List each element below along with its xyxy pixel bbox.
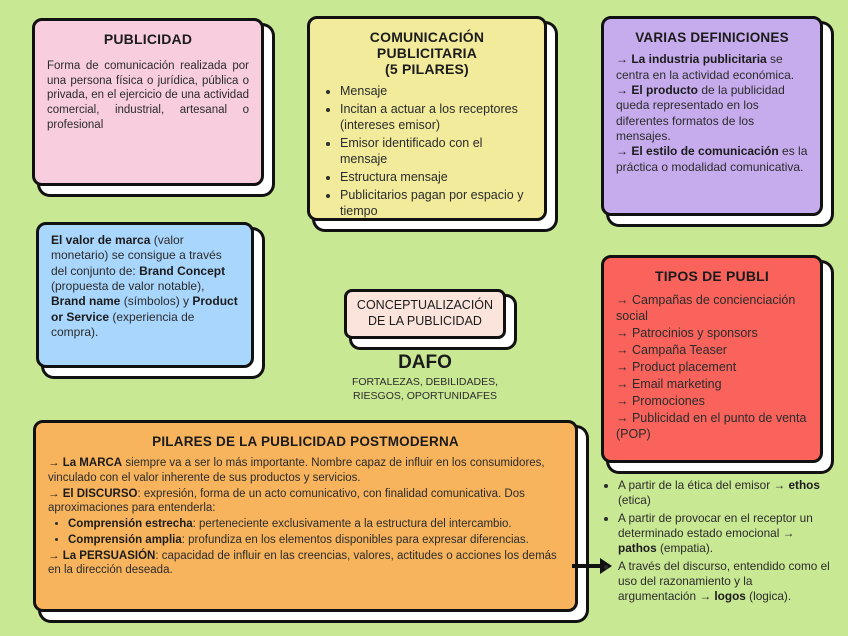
pilar-persuasion-rest: : capacidad de influir en las creencias,… [48, 549, 557, 577]
list-item: Mensaje [340, 83, 532, 99]
valor-marca-body: El valor de marca (valor monetario) se c… [51, 233, 239, 341]
ethos-post: (etica) [618, 493, 651, 508]
center-title-line2: DE LA PUBLICIDAD [368, 314, 482, 328]
pilar-marca-rest: siempre va a ser lo más importante. Nomb… [48, 457, 545, 484]
card-pilares-publicidad-postmoderna: PILARES DE LA PUBLICIDAD POSTMODERNA → L… [33, 420, 578, 612]
pilar-discurso-rest: : expresión, forma de un acto comunicati… [48, 487, 525, 515]
pilar-persuasion-bold: → La PERSUASIÓN [48, 549, 156, 562]
pilar-discurso-bold: → El DISCURSO [48, 487, 138, 500]
dafo-subtitle: FORTALEZAS, DEBILIDADES, RIESGOS, OPORTU… [330, 376, 520, 403]
center-title: CONCEPTUALIZACIÓN DE LA PUBLICIDAD [357, 298, 493, 329]
pilar-persuasion: → La PERSUASIÓN: capacidad de influir en… [48, 549, 563, 578]
pilar-discurso: → El DISCURSO: expresión, forma de un ac… [48, 487, 563, 516]
pathos-pre: A partir de provocar en el receptor un d… [618, 510, 813, 540]
valor-marca-bold: Brand Concept [139, 263, 226, 278]
card-pilares-title: PILARES DE LA PUBLICIDAD POSTMODERNA [152, 434, 459, 449]
definicion-rest: de la publicidad queda representado en l… [616, 82, 785, 144]
pilares-sublist: Comprensión estrecha: perteneciente excl… [48, 517, 563, 547]
valor-marca-bold: Brand name [51, 294, 121, 309]
valor-marca-bold: El valor de marca [51, 233, 151, 247]
arrow-glyph: → [616, 144, 628, 159]
ethos-list-ul: A partir de la ética del emisor → ethos … [602, 478, 832, 605]
list-item: A partir de provocar en el receptor un d… [618, 511, 832, 557]
logos-pre: A través del discurso, entendido como el… [618, 558, 830, 604]
logos-post: (logica). [745, 589, 792, 604]
ethos-pathos-logos-list: A partir de la ética del emisor → ethos … [602, 478, 832, 607]
card-comunicacion-list: Mensaje Incitan a actuar a los receptore… [322, 83, 532, 219]
dafo-block: DAFO FORTALEZAS, DEBILIDADES, RIESGOS, O… [330, 352, 520, 403]
tipo-item: → Patrocinios y sponsors [616, 325, 758, 340]
card-varias-definiciones: VARIAS DEFINICIONES → La industria publi… [601, 16, 823, 216]
list-item: Emisor identificado con el mensaje [340, 135, 532, 167]
definicion-item: → La industria publicitaria se centra en… [616, 52, 808, 83]
arrow-glyph: → [616, 52, 628, 67]
subitem-rest: : profundiza en los elementos disponible… [181, 533, 529, 546]
definicion-bold: El producto [631, 82, 699, 97]
tipo-item: → Campaña Teaser [616, 342, 727, 357]
pathos-post: (empatia). [656, 541, 714, 556]
logos-bold: logos [714, 589, 746, 604]
definicion-rest: es la práctica o modalidad comunicativa. [616, 144, 808, 174]
valor-marca-rest: (propuesta de valor notable), [51, 279, 205, 294]
ethos-bold: ethos [788, 478, 820, 492]
card-publicidad-body: Forma de comunicación realizada por una … [47, 59, 249, 131]
ethos-pre: A partir de la ética del emisor → [618, 478, 789, 492]
tipo-item: → Publicidad en el punto de venta (POP) [616, 410, 807, 441]
card-comunicacion-publicitaria: COMUNICACIÓN PUBLICITARIA (5 PILARES) Me… [307, 16, 547, 221]
pilar-marca-bold: → La MARCA [48, 457, 123, 470]
dafo-subtitle-line1: FORTALEZAS, DEBILIDADES, [351, 376, 499, 388]
card-valor-de-marca: El valor de marca (valor monetario) se c… [36, 222, 254, 368]
list-item: Estructura mensaje [340, 169, 532, 185]
valor-marca-rest: (experiencia de compra). [51, 309, 195, 340]
card-comunicacion-title-line1: COMUNICACIÓN PUBLICITARIA [369, 29, 485, 62]
card-conceptualizacion-de-la-publicidad: CONCEPTUALIZACIÓN DE LA PUBLICIDAD [344, 289, 506, 339]
dafo-subtitle-line2: RIESGOS, OPORTUNIDAFES [353, 389, 497, 402]
subitem-bold: Comprensión estrecha [68, 518, 193, 531]
dafo-title: DAFO [398, 352, 452, 373]
valor-marca-rest: (valor monetario) se consigue a través d… [51, 233, 222, 278]
card-publicidad-title: PUBLICIDAD [103, 31, 193, 47]
tipo-item: → Product placement [616, 359, 737, 374]
card-comunicacion-title: COMUNICACIÓN PUBLICITARIA (5 PILARES) [322, 29, 532, 77]
list-item: Incitan a actuar a los receptores (inter… [340, 101, 532, 133]
card-comunicacion-title-line2: (5 PILARES) [385, 61, 469, 78]
card-definiciones-title: VARIAS DEFINICIONES [635, 30, 789, 45]
definicion-rest: se centra en la actividad económica. [616, 52, 795, 82]
subitem-bold: Comprensión amplia [68, 533, 182, 546]
subitem-rest: : perteneciente exclusivamente a la estr… [192, 518, 512, 531]
arrow-glyph: → [616, 82, 628, 97]
list-item: Publicitarios pagan por espacio y tiempo [340, 187, 532, 219]
pathos-bold: pathos [618, 541, 657, 556]
card-publicidad: PUBLICIDAD Forma de comunicación realiza… [32, 18, 264, 186]
list-item: Comprensión estrecha: perteneciente excl… [68, 517, 563, 532]
definicion-item: → El producto de la publicidad queda rep… [616, 83, 808, 144]
valor-marca-bold: Product or Service [51, 294, 238, 324]
definicion-item: → El estilo de comunicación es la prácti… [616, 144, 808, 175]
tipo-item: → Email marketing [616, 376, 722, 391]
card-tipos-title: TIPOS DE PUBLI [654, 268, 770, 284]
card-tipos-de-publi: TIPOS DE PUBLI → Campañas de concienciac… [601, 255, 823, 463]
list-item: Comprensión amplia: profundiza en los el… [68, 533, 563, 548]
valor-marca-rest: (símbolos) y [120, 294, 193, 309]
arrow-icon [572, 558, 612, 574]
tipo-item: → Promociones [616, 393, 705, 408]
list-item: A partir de la ética del emisor → ethos … [618, 478, 832, 509]
definicion-bold: El estilo de comunicación [631, 144, 779, 159]
center-title-line1: CONCEPTUALIZACIÓN [356, 298, 494, 313]
pilar-marca: → La MARCA siempre va a ser lo más impor… [48, 456, 563, 485]
list-item: A través del discurso, entendido como el… [618, 559, 832, 605]
tipo-item: → Campañas de concienciación social [616, 292, 796, 323]
definicion-bold: La industria publicitaria [631, 52, 767, 67]
